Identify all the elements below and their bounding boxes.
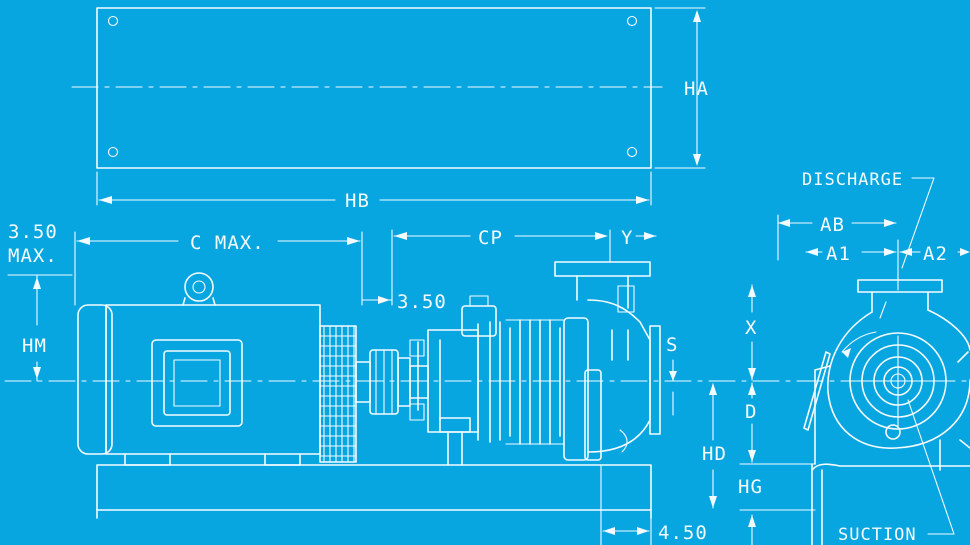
- lifting-eye: [184, 272, 214, 302]
- dimension-s: S: [666, 334, 678, 416]
- label-hb: HB: [345, 190, 370, 212]
- label-3-50-max-bottom: MAX.: [8, 245, 58, 267]
- dimension-hg: HG: [738, 476, 816, 545]
- dimension-c-max: C MAX.: [74, 231, 363, 306]
- mounting-hole: [107, 15, 119, 27]
- baseplate-top-view: [71, 7, 663, 169]
- coupling-guard: [319, 325, 357, 463]
- label-y: Y: [621, 227, 633, 249]
- dimension-4-50: 4.50: [600, 464, 708, 545]
- dimension-ab: AB: [777, 214, 897, 261]
- dimension-3-50-gap: 3.50: [361, 291, 447, 313]
- mounting-hole: [107, 146, 119, 158]
- motor-terminal-box: [151, 339, 243, 427]
- label-suction: SUCTION: [838, 525, 917, 545]
- label-3-50-max-top: 3.50: [8, 221, 58, 243]
- label-c-max: C MAX.: [190, 232, 265, 254]
- label-a2: A2: [923, 243, 948, 265]
- dimension-a1-a2: A1 A2: [805, 239, 970, 291]
- label-hg: HG: [738, 476, 763, 498]
- label-d: D: [745, 401, 757, 423]
- label-a1: A1: [826, 243, 851, 265]
- dimension-hb: HB: [96, 171, 652, 212]
- baseplate-outline: [96, 7, 652, 169]
- pump-end-view: [803, 279, 970, 545]
- coupling: [355, 349, 429, 415]
- label-ab: AB: [820, 214, 845, 236]
- label-x: X: [745, 317, 757, 339]
- label-hm: HM: [22, 335, 47, 357]
- dimension-cp: CP Y: [391, 227, 657, 306]
- end-discharge-flange: [857, 279, 943, 293]
- mounting-hole: [626, 146, 638, 158]
- bearing-frame: [409, 295, 565, 466]
- label-cp: CP: [478, 227, 503, 249]
- dimension-ha: HA: [654, 7, 709, 169]
- dimension-hd: HD: [702, 383, 727, 509]
- label-hd: HD: [702, 443, 727, 465]
- label-4-50: 4.50: [658, 522, 708, 544]
- label-3-50-gap: 3.50: [397, 291, 447, 313]
- dimension-d: D: [739, 382, 816, 465]
- label-discharge: DISCHARGE: [802, 170, 903, 190]
- dimension-x: X: [745, 284, 757, 381]
- mounting-hole: [626, 15, 638, 27]
- pump-casing-side: [554, 261, 661, 461]
- discharge-callout: DISCHARGE: [802, 170, 935, 269]
- label-ha: HA: [684, 78, 709, 100]
- label-s: S: [666, 334, 678, 356]
- discharge-flange: [554, 261, 651, 277]
- suction-callout: SUCTION: [838, 399, 955, 545]
- dimension-hm: HM: [7, 274, 73, 382]
- motor: [77, 272, 321, 466]
- baseplate-side: [96, 464, 652, 519]
